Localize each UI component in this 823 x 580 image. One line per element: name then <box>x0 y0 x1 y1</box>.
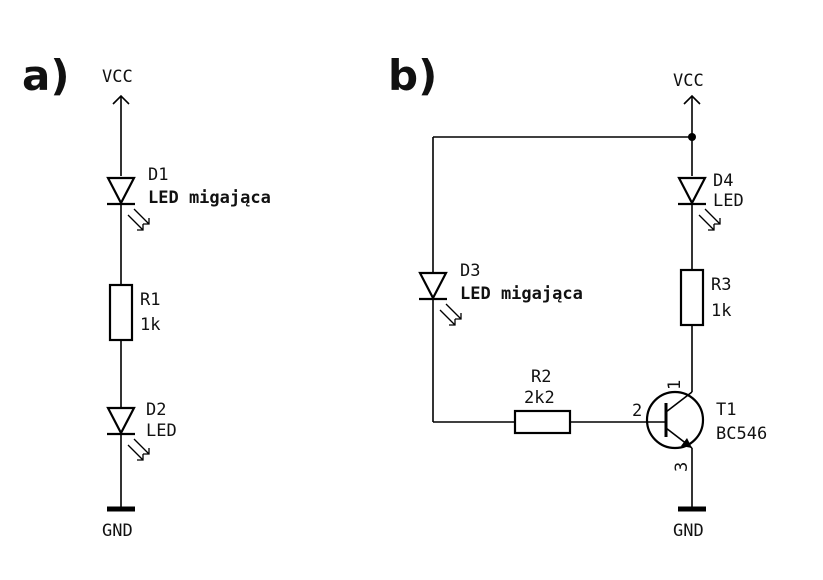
led-d3 <box>418 271 462 326</box>
d3-ref: D3 <box>460 261 480 281</box>
circuit-a: a) VCC D1 LED migająca R1 1k <box>22 51 271 541</box>
d4-value: LED <box>713 191 744 211</box>
vcc-label-a: VCC <box>102 67 133 87</box>
transistor-t1 <box>645 390 705 450</box>
circuit-a-label: a) <box>22 51 70 100</box>
circuit-b: b) VCC D3 LED migająca R2 2k2 <box>388 51 767 541</box>
resistor-r1 <box>108 283 134 342</box>
r2-value: 2k2 <box>524 388 555 408</box>
t1-pin-emitter: 3 <box>672 462 692 472</box>
t1-ref: T1 <box>716 400 736 420</box>
resistor-r3 <box>679 268 705 327</box>
d2-ref: D2 <box>146 400 166 420</box>
vcc-label-b: VCC <box>673 71 704 91</box>
r3-ref: R3 <box>711 275 731 295</box>
t1-value: BC546 <box>716 424 767 444</box>
led-d2 <box>106 406 150 461</box>
r3-value: 1k <box>711 301 731 321</box>
d1-value: LED migająca <box>148 188 271 208</box>
gnd-label-a: GND <box>102 521 133 541</box>
junction-dot <box>688 133 696 141</box>
resistor-r2 <box>513 409 572 435</box>
vcc-symbol-a <box>112 94 130 176</box>
r2-ref: R2 <box>531 367 551 387</box>
circuit-b-label: b) <box>388 51 437 100</box>
d4-ref: D4 <box>713 171 733 191</box>
d1-ref: D1 <box>148 165 168 185</box>
t1-pin-base: 2 <box>632 401 642 421</box>
r1-value: 1k <box>140 315 160 335</box>
d2-value: LED <box>146 421 177 441</box>
d3-value: LED migająca <box>460 284 583 304</box>
led-d1 <box>106 176 150 231</box>
gnd-label-b: GND <box>673 521 704 541</box>
r1-ref: R1 <box>140 290 160 310</box>
t1-pin-collector: 1 <box>665 380 685 390</box>
